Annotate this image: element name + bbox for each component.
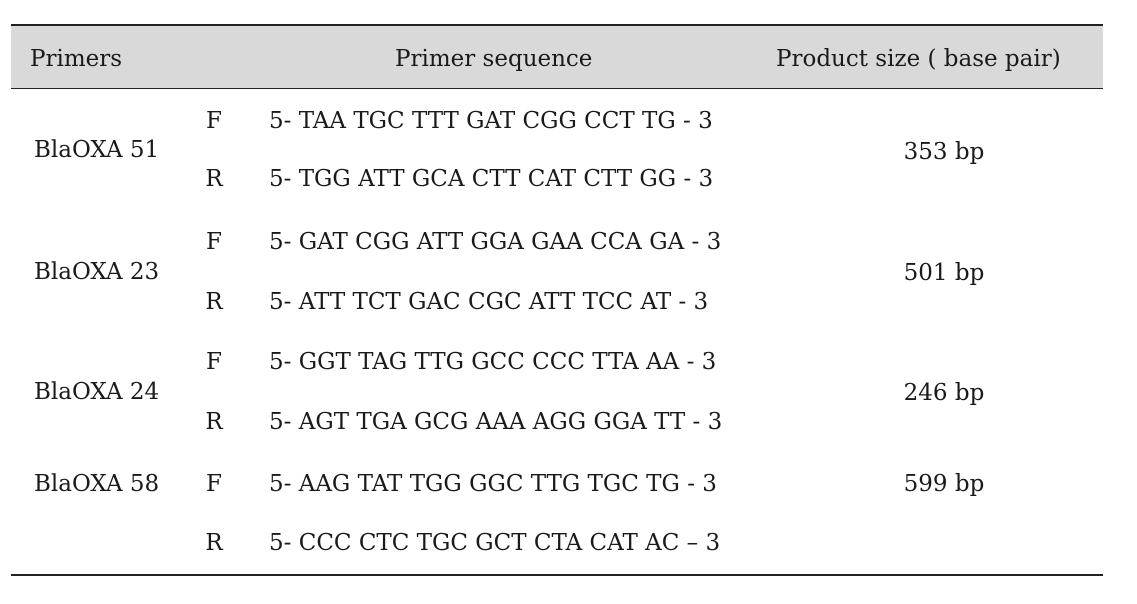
- forward-sequence: 5- GGT TAG TTG GCC CCC TTA AA - 3: [269, 349, 717, 375]
- product-size: 501 bp: [903, 260, 985, 286]
- forward-sequence: 5- GAT CGG ATT GGA GAA CCA GA - 3: [269, 229, 722, 255]
- reverse-sequence: 5- ATT TCT GAC CGC ATT TCC AT - 3: [269, 289, 709, 315]
- bottom-rule: [11, 574, 1103, 576]
- forward-label: F: [206, 229, 222, 255]
- reverse-label: R: [205, 409, 223, 435]
- top-rule: [11, 24, 1103, 26]
- forward-label: F: [206, 108, 222, 134]
- forward-sequence: 5- AAG TAT TGG GGC TTG TGC TG - 3: [269, 471, 717, 497]
- reverse-sequence: 5- CCC CTC TGC GCT CTA CAT AC – 3: [269, 530, 721, 556]
- primer-name: BlaOXA 24: [34, 379, 160, 405]
- forward-sequence: 5- TAA TGC TTT GAT CGG CCT TG - 3: [269, 108, 713, 134]
- forward-label: F: [206, 471, 222, 497]
- header-row: Primers Primer sequence Product size ( b…: [11, 26, 1103, 88]
- reverse-sequence: 5- TGG ATT GCA CTT CAT CTT GG - 3: [269, 166, 714, 192]
- reverse-label: R: [205, 289, 223, 315]
- product-size: 246 bp: [903, 380, 985, 406]
- reverse-label: R: [205, 530, 223, 556]
- product-size: 599 bp: [903, 471, 985, 497]
- primer-name: BlaOXA 51: [34, 137, 160, 163]
- reverse-label: R: [205, 166, 223, 192]
- primer-table: Primers Primer sequence Product size ( b…: [11, 24, 1103, 576]
- header-primer-sequence: Primer sequence: [395, 46, 593, 72]
- header-product-size: Product size ( base pair): [776, 46, 1061, 72]
- header-rule: [11, 88, 1103, 89]
- primer-name: BlaOXA 58: [34, 471, 160, 497]
- product-size: 353 bp: [903, 139, 985, 165]
- header-primers: Primers: [30, 46, 123, 72]
- forward-label: F: [206, 349, 222, 375]
- primer-name: BlaOXA 23: [34, 259, 160, 285]
- reverse-sequence: 5- AGT TGA GCG AAA AGG GGA TT - 3: [269, 409, 723, 435]
